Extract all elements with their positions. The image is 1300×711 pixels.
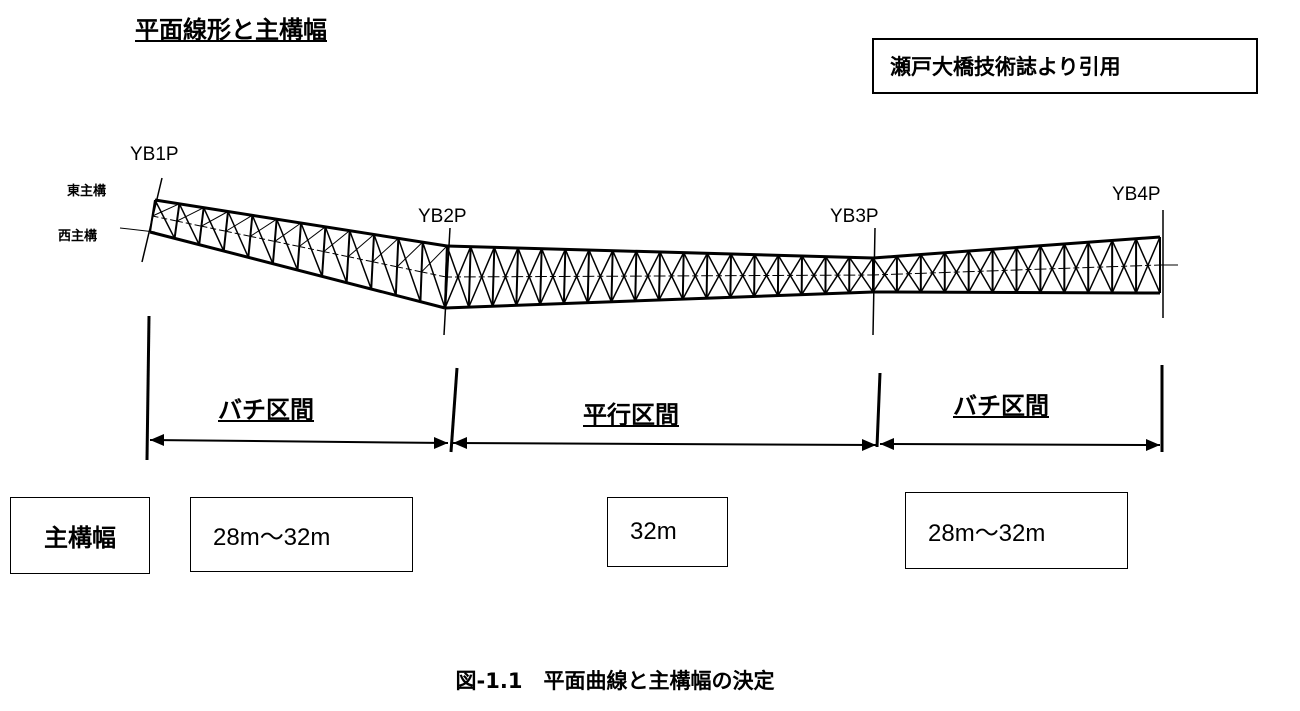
truss-diagonal <box>920 252 946 293</box>
truss-diagonal <box>563 249 590 304</box>
truss-diagonal <box>801 256 827 296</box>
truss-diagonal <box>178 203 200 245</box>
truss-diagonal <box>777 255 803 296</box>
dim-tick-3 <box>875 372 882 448</box>
truss-diagonal <box>491 247 519 307</box>
lateral-brace <box>323 230 350 252</box>
truss-vertical <box>515 247 519 306</box>
section-label-taper-1: バチ区間 <box>218 396 314 424</box>
truss-diagonal <box>682 252 708 300</box>
width-value-taper-1: 28m～32m <box>190 497 413 572</box>
figure-caption: 図-1.1 平面曲線と主構幅の決定 <box>455 669 775 693</box>
truss-diagonal <box>202 207 225 252</box>
lateral-brace <box>274 222 302 242</box>
dim-tick-2 <box>449 367 459 453</box>
width-value-parallel: 32m <box>607 497 728 567</box>
pier-label-yb1p: YB1P <box>130 144 179 165</box>
lateral-brace <box>421 245 448 273</box>
truss-diagonal <box>251 215 274 264</box>
pier-lines <box>141 177 1164 336</box>
truss-vertical <box>753 254 756 297</box>
truss-diagonal <box>610 251 638 303</box>
lateral-brace <box>372 237 399 263</box>
truss-diagonal <box>539 249 567 305</box>
dim-tick-1 <box>145 315 151 461</box>
truss-diagonal <box>1087 240 1113 294</box>
truss-diagonal <box>753 254 779 297</box>
east-truss-label: 東主構 <box>67 183 106 199</box>
truss-diagonal <box>586 250 614 303</box>
figure-heading: 平面線形と主構幅 <box>135 16 327 44</box>
truss-diagonal <box>1039 243 1066 293</box>
lateral-brace <box>298 226 326 247</box>
dim-line-3 <box>879 443 1161 446</box>
section-label-taper-2: バチ区間 <box>953 392 1049 420</box>
truss-diagonal <box>968 248 994 293</box>
truss-diagonal <box>515 248 543 306</box>
lateral-brace <box>396 241 424 268</box>
pier-label-yb4p: YB4P <box>1112 184 1161 205</box>
lateral-brace <box>176 207 204 222</box>
truss-diagonal <box>944 250 970 293</box>
truss-diagonal <box>300 222 323 277</box>
truss-diagonal <box>824 256 850 295</box>
west-truss-label: 西主構 <box>58 228 97 244</box>
lateral-brace <box>201 211 229 227</box>
truss-diagonal <box>373 234 397 296</box>
truss-diagonal <box>896 254 922 293</box>
truss-diagonal <box>658 252 685 301</box>
truss-diagonal <box>468 247 496 308</box>
truss-diagonal <box>872 255 898 293</box>
truss-diagonal <box>991 247 1018 293</box>
truss-diagonal <box>444 246 472 309</box>
truss-diagonal <box>634 251 661 302</box>
dimension-lines <box>145 315 1164 461</box>
lateral-brace <box>152 203 180 217</box>
truss-vertical <box>729 253 732 298</box>
truss-diagonal <box>154 199 176 239</box>
section-label-parallel: 平行区間 <box>583 401 679 429</box>
truss-diagonal <box>1135 236 1161 294</box>
truss-vertical <box>539 248 543 305</box>
truss-diagonal <box>1063 241 1089 293</box>
truss <box>119 198 1178 310</box>
truss-diagonal <box>1111 238 1137 294</box>
pier-label-yb2p: YB2P <box>418 206 467 227</box>
truss-diagonal <box>1015 245 1042 293</box>
truss-diagonal <box>348 230 372 290</box>
truss-diagonal <box>275 218 299 271</box>
truss-diagonal <box>324 226 348 283</box>
truss-diagonal <box>729 254 756 298</box>
pier-line-yb1p <box>141 177 163 263</box>
lateral-brace <box>225 214 253 232</box>
pier-line-yb3p <box>872 227 876 336</box>
lateral-brace <box>347 234 375 258</box>
width-header-box: 主構幅 <box>10 497 150 574</box>
pier-label-yb3p: YB3P <box>830 206 879 227</box>
width-value-taper-2: 28m～32m <box>905 492 1128 569</box>
truss-diagonal <box>397 238 422 302</box>
truss-diagonal <box>421 241 446 309</box>
dim-line-2 <box>452 442 877 446</box>
citation-box: 瀬戸大橋技術誌より引用 <box>872 38 1258 94</box>
pier-line-yb2p <box>443 227 451 336</box>
truss-diagonal <box>227 211 250 258</box>
truss-diagonal <box>848 257 874 294</box>
lateral-brace <box>250 218 277 237</box>
truss-diagonal <box>705 253 732 299</box>
dim-line-1 <box>149 439 449 444</box>
